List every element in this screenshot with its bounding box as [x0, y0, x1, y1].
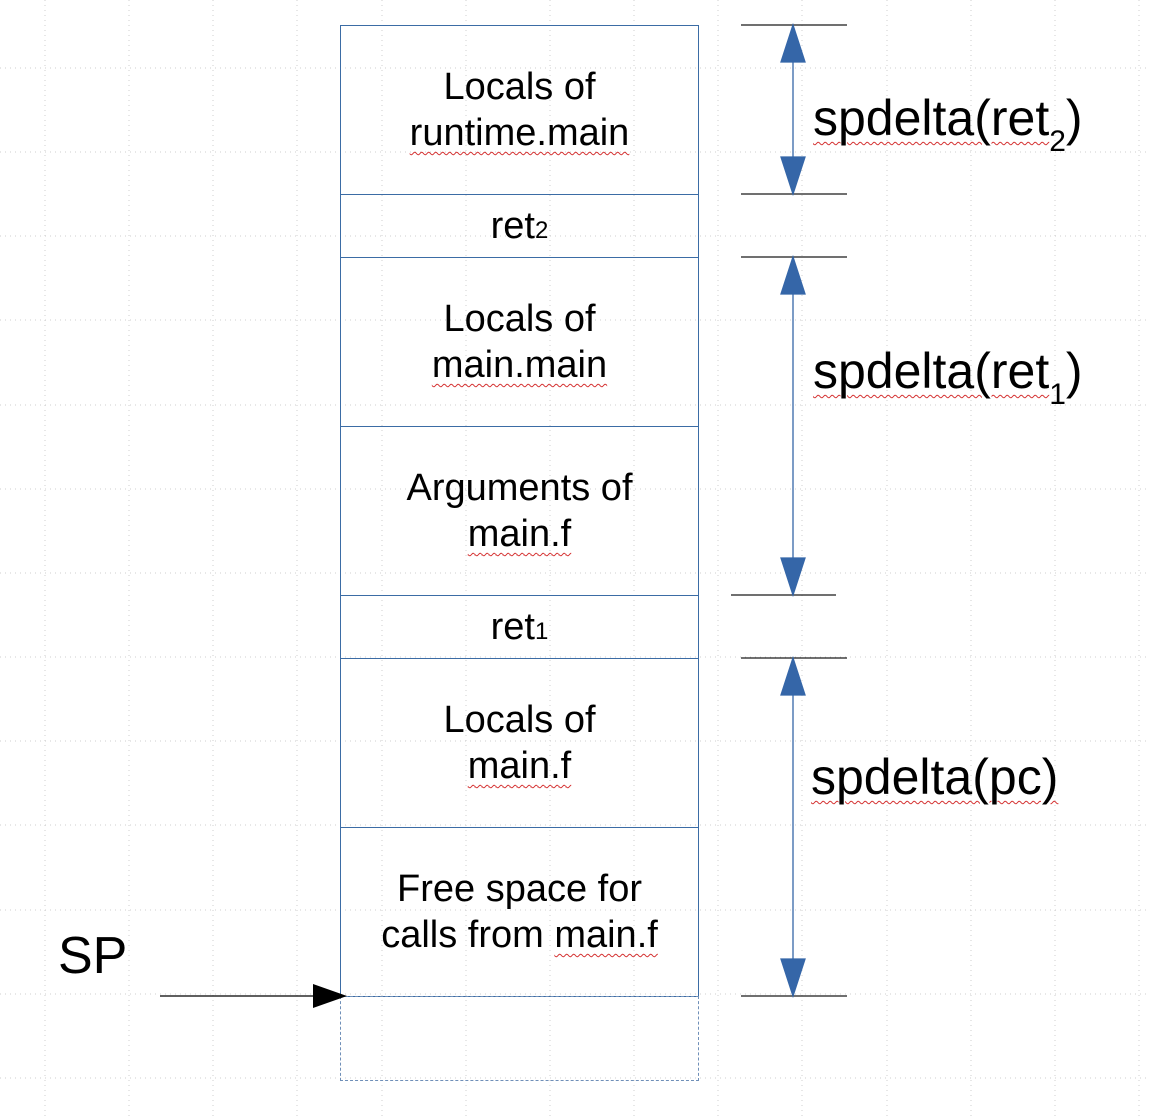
frame-locals-main-main: Locals of main.main: [340, 257, 699, 427]
dimension-label-text: spdelta(ret: [813, 343, 1050, 399]
arrowhead-up: [780, 22, 806, 63]
frame-free-space: Free space for calls from main.f: [340, 827, 699, 997]
frame-label-line2: main.f: [467, 513, 572, 555]
frame-label-line1: Free space for: [397, 868, 642, 910]
dimension-label-suffix: ): [1065, 90, 1083, 146]
sp-pointer-arrow: [160, 984, 347, 1008]
frame-locals-runtime-main: Locals of runtime.main: [340, 25, 699, 195]
frame-label-line2: runtime.main: [409, 112, 630, 154]
frame-label-line2: main.main: [431, 344, 608, 386]
arrowhead-down: [780, 156, 806, 197]
dimension-label-ret2: spdelta(ret2): [813, 90, 1083, 157]
frame-label-line2: main.f: [467, 745, 572, 787]
dimension-label-text: spdelta(ret: [813, 90, 1050, 146]
sp-label: SP: [58, 927, 128, 985]
frame-locals-main-f: Locals of main.f: [340, 658, 699, 828]
arrowhead-down: [780, 958, 806, 999]
arrowhead-down: [780, 557, 806, 598]
unused-stack-region: [340, 996, 699, 1081]
frame-label-line1: Locals of: [443, 699, 596, 741]
ret2-label: ret: [490, 205, 535, 247]
ret1-label: ret: [490, 606, 535, 648]
arrowhead-up: [780, 655, 806, 696]
frame-label-line1: Locals of: [443, 298, 596, 340]
dimension-label-text: spdelta(pc): [811, 749, 1059, 805]
arrowhead-up: [780, 254, 806, 295]
dimension-label-subscript: 2: [1049, 125, 1066, 158]
dimension-ticks: [731, 24, 847, 997]
frame-label-line2: calls from main.f: [381, 912, 658, 958]
free-space-text: calls from: [381, 914, 555, 956]
dimension-label-ret1: spdelta(ret1): [813, 343, 1083, 410]
dimension-label-suffix: ): [1065, 343, 1083, 399]
dimension-label-subscript: 1: [1049, 378, 1066, 411]
frame-label-line1: Arguments of: [406, 467, 633, 509]
dimension-label-pc: spdelta(pc): [811, 749, 1058, 805]
frame-label-line1: Locals of: [443, 66, 596, 108]
free-space-func: main.f: [554, 914, 658, 956]
